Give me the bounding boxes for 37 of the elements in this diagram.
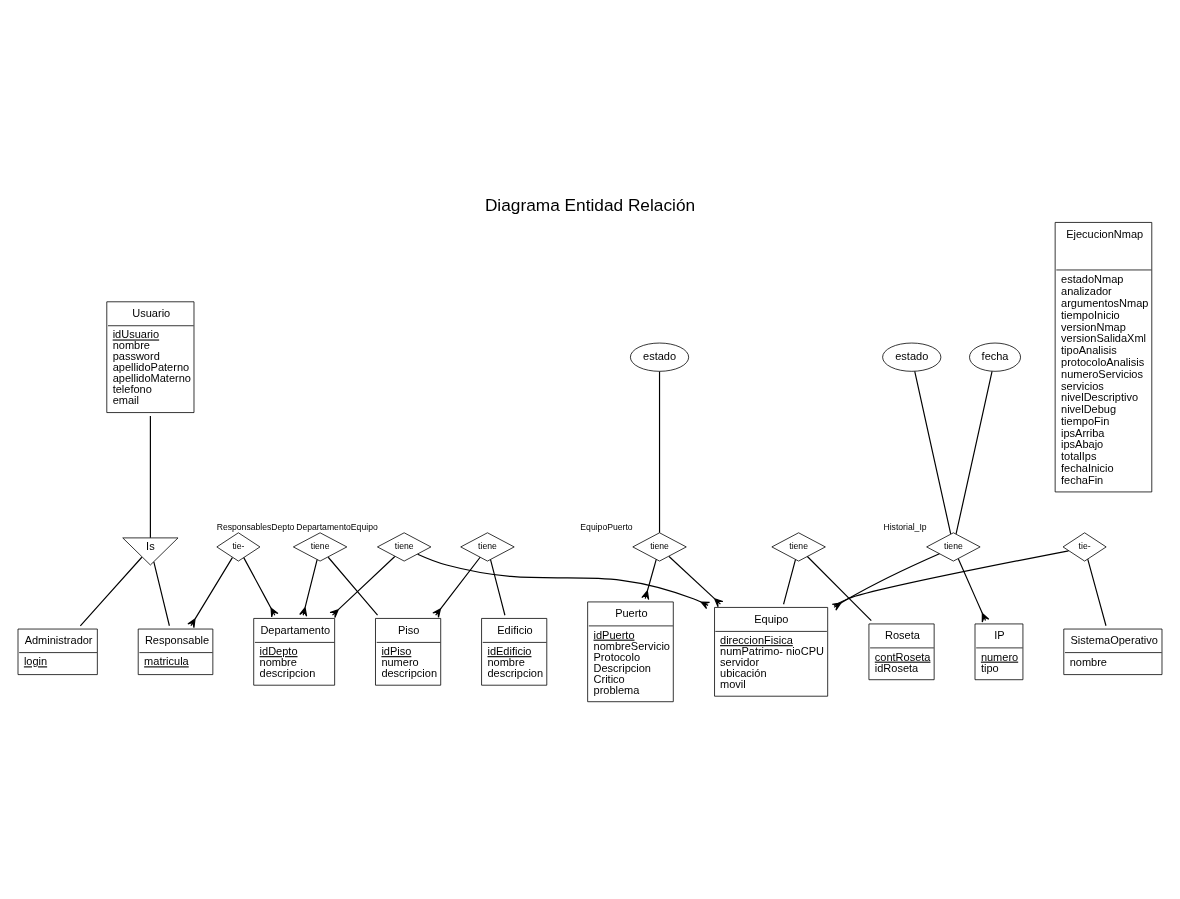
node-ellipse: estado <box>630 342 690 372</box>
connector <box>658 370 661 534</box>
connector <box>955 370 993 535</box>
connector <box>489 558 506 616</box>
node-label: DepartamentoEquipo <box>296 522 378 533</box>
node-ellipse: fecha <box>969 342 1021 372</box>
connector <box>782 558 797 605</box>
connector <box>327 556 379 616</box>
node-label: ResponsablesDepto <box>216 522 295 533</box>
node-label: EquipoPuerto <box>580 522 633 533</box>
connector <box>833 550 1070 607</box>
diagram-title: Diagrama Entidad Relación <box>484 195 696 216</box>
connector <box>641 558 657 601</box>
connector <box>299 558 318 617</box>
connector <box>153 561 170 627</box>
node-label: Historial_Ip <box>883 522 927 533</box>
node-diamond: tie- <box>216 532 261 562</box>
connector <box>432 556 481 618</box>
node-diamond: tiene <box>292 532 348 562</box>
node-diamond: tiene <box>377 532 432 562</box>
node-diamond: tiene <box>460 532 515 562</box>
connector <box>957 558 990 623</box>
connector <box>668 555 724 608</box>
node-diamond: tiene <box>926 532 981 562</box>
connector <box>417 553 711 610</box>
connector <box>806 555 872 622</box>
node-diamond: tie- <box>1062 532 1107 562</box>
connector <box>243 557 279 618</box>
connector <box>79 556 143 627</box>
connector <box>914 370 952 535</box>
connector <box>1087 558 1107 627</box>
node-diamond: tiene <box>632 532 687 562</box>
connector <box>149 415 151 539</box>
connector <box>329 555 396 619</box>
node-ellipse: estado <box>882 342 942 372</box>
connector <box>187 557 233 629</box>
node-diamond: tiene <box>771 532 826 562</box>
